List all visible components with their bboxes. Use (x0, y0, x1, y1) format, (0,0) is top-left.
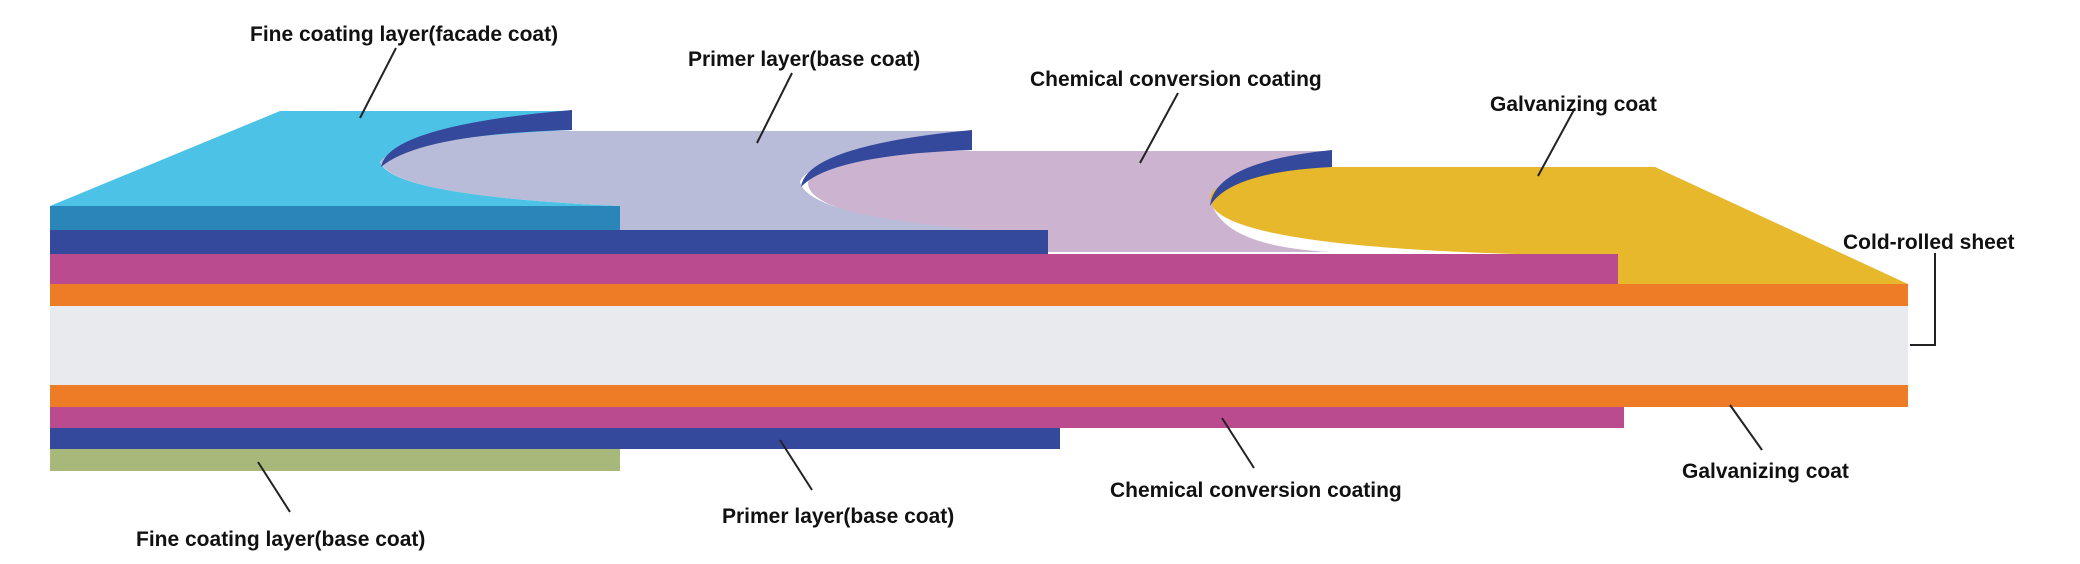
leader-chemical-bottom (1221, 417, 1255, 469)
label-primer-bottom: Primer layer(base coat) (722, 505, 954, 528)
primer-curved-edge-left (381, 110, 572, 167)
chemical-top-edge (50, 254, 1618, 284)
label-galvanizing-bottom: Galvanizing coat (1682, 460, 1849, 483)
label-galvanizing-top: Galvanizing coat (1490, 93, 1657, 116)
label-fine-coating-base: Fine coating layer(base coat) (136, 528, 425, 551)
label-fine-coating-facade: Fine coating layer(facade coat) (250, 23, 558, 46)
leader-primer-bottom (779, 439, 813, 491)
cold-rolled-core (50, 306, 1908, 385)
fine-coating-facade-edge (50, 206, 620, 230)
primer-curved-edge-middle (801, 130, 972, 187)
primer-curved-edge-right (1210, 150, 1332, 206)
label-cold-rolled: Cold-rolled sheet (1843, 231, 2015, 254)
galvanizing-bottom-edge (50, 385, 1908, 407)
leader-galvanizing-top (1537, 107, 1576, 177)
galvanizing-top-edge (50, 284, 1908, 306)
primer-top-surface (380, 131, 1048, 234)
label-primer-top: Primer layer(base coat) (688, 48, 920, 71)
chemical-bottom-edge (50, 407, 1624, 428)
leader-chemical-top (1139, 92, 1179, 164)
leader-primer-top (756, 72, 793, 144)
label-chemical-bottom: Chemical conversion coating (1110, 479, 1402, 502)
leader-cold-rolled (1910, 253, 1936, 346)
primer-top-edge (50, 230, 1048, 254)
leader-fine-coating-facade (359, 47, 397, 119)
fine-coating-base-edge (50, 449, 620, 471)
leader-galvanizing-bottom (1729, 404, 1763, 451)
leader-fine-coating-base (257, 461, 291, 513)
label-chemical-top: Chemical conversion coating (1030, 68, 1322, 91)
primer-bottom-edge (50, 428, 1060, 449)
